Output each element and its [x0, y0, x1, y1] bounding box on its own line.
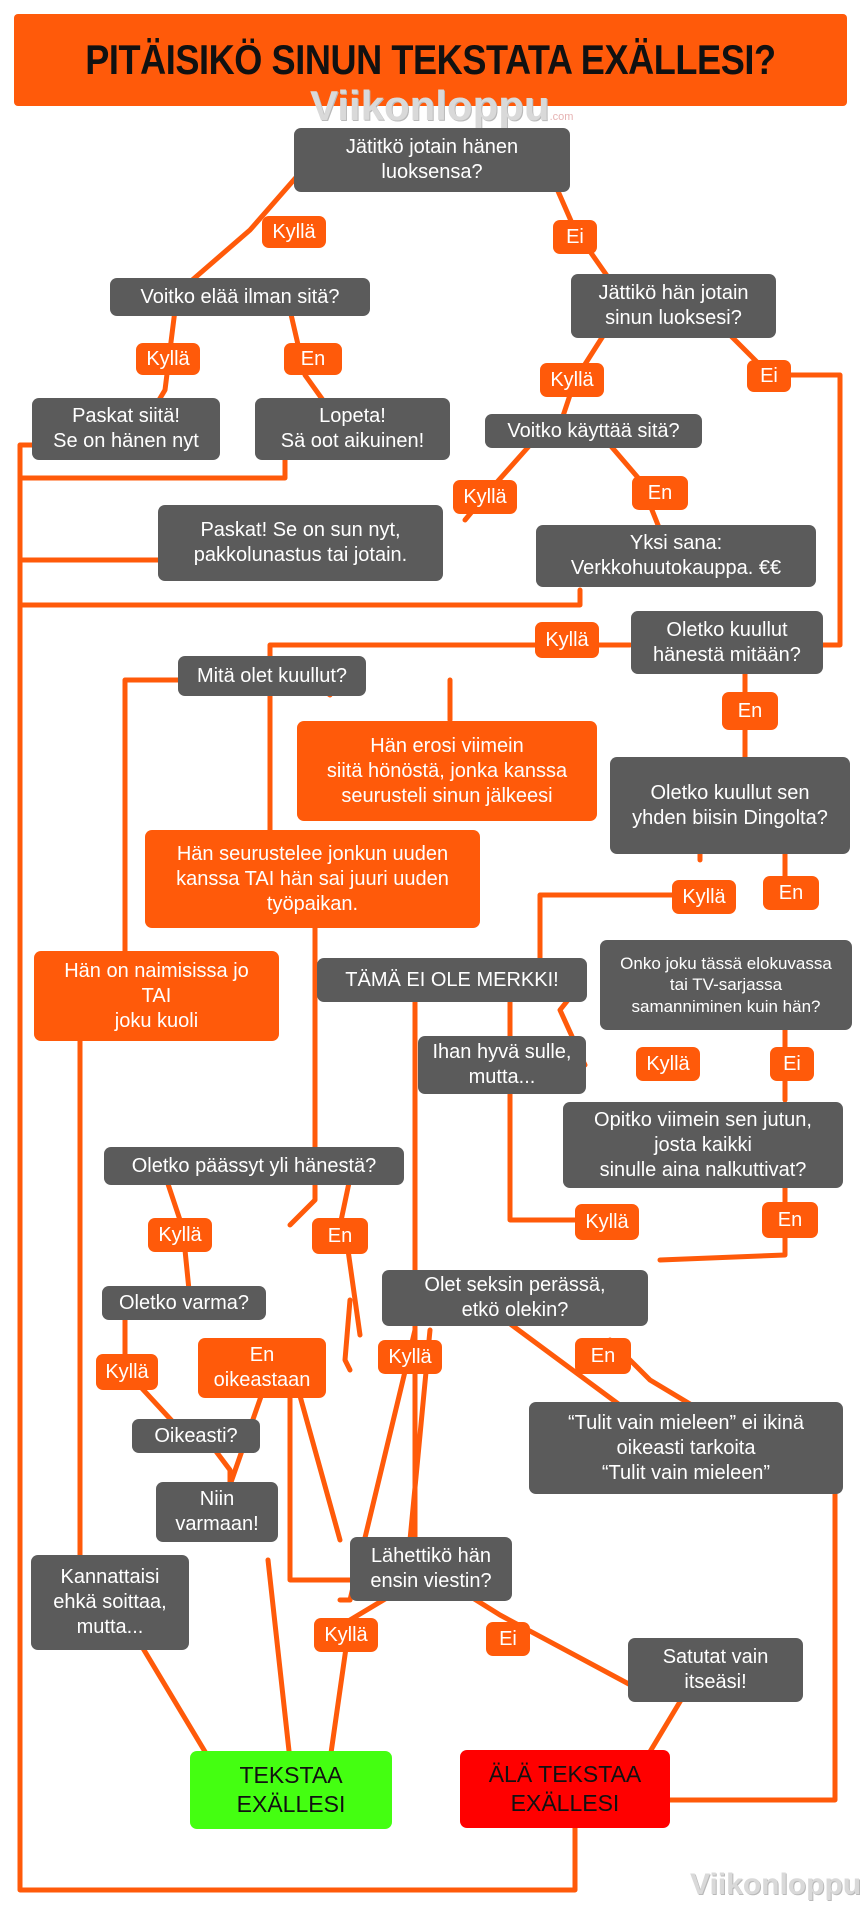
node-result-not-a-sign: TÄMÄ EI OLE MERKKI! [317, 958, 587, 1002]
label-no: En [632, 476, 688, 510]
end-do-not-text: ÄLÄ TEKSTAA EXÄLLESI [460, 1750, 670, 1828]
node-result-maybe-call: Kannattaisi ehkä soittaa, mutta... [31, 1555, 189, 1650]
watermark-bottom: Viikonloppu.com [690, 1868, 860, 1902]
label-yes: Kyllä [535, 622, 599, 658]
node-what-heard-question: Mitä olet kuullut? [178, 656, 366, 696]
node-same-name-question: Onko joku tässä elokuvassa tai TV-sarjas… [600, 940, 852, 1030]
label-yes: Kyllä [636, 1047, 700, 1081]
label-yes: Kyllä [378, 1340, 442, 1374]
label-yes: Kyllä [136, 343, 200, 375]
node-dingo-song-question: Oletko kuullut sen yhden biisin Dingolta… [610, 757, 850, 854]
label-no: Ei [747, 360, 791, 392]
label-no: En [762, 1202, 818, 1238]
node-over-them-question: Oletko päässyt yli hänestä? [104, 1147, 404, 1185]
page-title: PITÄISIKÖ SINUN TEKSTATA EXÄLLESI? [85, 36, 776, 83]
node-result-theirs-now: Paskat siitä! Se on hänen nyt [32, 398, 220, 460]
watermark-top: Viikonloppu.com [310, 82, 573, 130]
node-heard-anything-question: Oletko kuullut hänestä mitään? [631, 611, 823, 674]
watermark-suffix: .com [549, 111, 574, 123]
label-no: En [575, 1338, 631, 1374]
label-yes: Kyllä [672, 880, 736, 914]
node-result-yours-now: Paskat! Se on sun nyt, pakkolunastus tai… [158, 505, 443, 581]
title-banner: PITÄISIKÖ SINUN TEKSTATA EXÄLLESI? [14, 14, 847, 106]
label-no: Ei [486, 1622, 530, 1656]
node-result-hurting-yourself: Satutat vain itseäsi! [628, 1638, 803, 1702]
node-really-question: Oikeasti? [132, 1419, 260, 1453]
node-after-sex-question: Olet seksin perässä, etkö olekin? [382, 1270, 648, 1326]
node-result-grow-up: Lopeta! Sä oot aikuinen! [255, 398, 450, 460]
node-result-good-for-you: Ihan hyvä sulle, mutta... [418, 1036, 586, 1094]
node-answer-new-relationship: Hän seurustelee jonkun uuden kanssa TAI … [145, 830, 480, 928]
label-no: Ei [770, 1047, 814, 1081]
node-left-something-question: Jätitkö jotain hänen luoksensa? [294, 128, 570, 192]
label-no: En [763, 876, 819, 910]
node-result-auction: Yksi sana: Verkkohuutokauppa. €€ [536, 525, 816, 587]
node-sent-first-question: Lähettikö hän ensin viestin? [350, 1537, 512, 1601]
node-they-left-something-question: Jättikö hän jotain sinun luoksesi? [571, 274, 776, 338]
label-yes: Kyllä [453, 480, 517, 514]
watermark-brand: Viikonloppu [310, 82, 550, 129]
node-are-you-sure-question: Oletko varma? [102, 1286, 266, 1320]
node-result-thought-of-you: “Tulit vain mieleen” ei ikinä oikeasti t… [529, 1402, 843, 1494]
label-no: En [284, 343, 342, 375]
label-no: En [722, 692, 778, 730]
node-can-use-question: Voitko käyttää sitä? [485, 414, 702, 448]
label-yes: Kyllä [262, 216, 326, 248]
label-yes: Kyllä [96, 1354, 158, 1390]
label-yes: Kyllä [148, 1218, 212, 1252]
label-yes: Kyllä [575, 1204, 639, 1240]
node-answer-married: Hän on naimisissa jo TAI joku kuoli [34, 951, 279, 1041]
node-learned-thing-question: Opitko viimein sen jutun, josta kaikki s… [563, 1102, 843, 1188]
watermark-brand: Viikonloppu [690, 1868, 860, 1901]
label-no: Ei [553, 220, 597, 254]
node-answer-not-really: En oikeastaan [198, 1338, 326, 1398]
node-live-without-question: Voitko elää ilman sitä? [110, 278, 370, 316]
label-yes: Kyllä [540, 363, 604, 397]
end-text-your-ex: TEKSTAA EXÄLLESI [190, 1751, 392, 1829]
label-yes: Kyllä [314, 1618, 378, 1652]
node-answer-broke-up: Hän erosi viimein siitä hönöstä, jonka k… [297, 721, 597, 821]
label-no: En [312, 1218, 368, 1254]
node-result-sure: Niin varmaan! [156, 1482, 278, 1542]
